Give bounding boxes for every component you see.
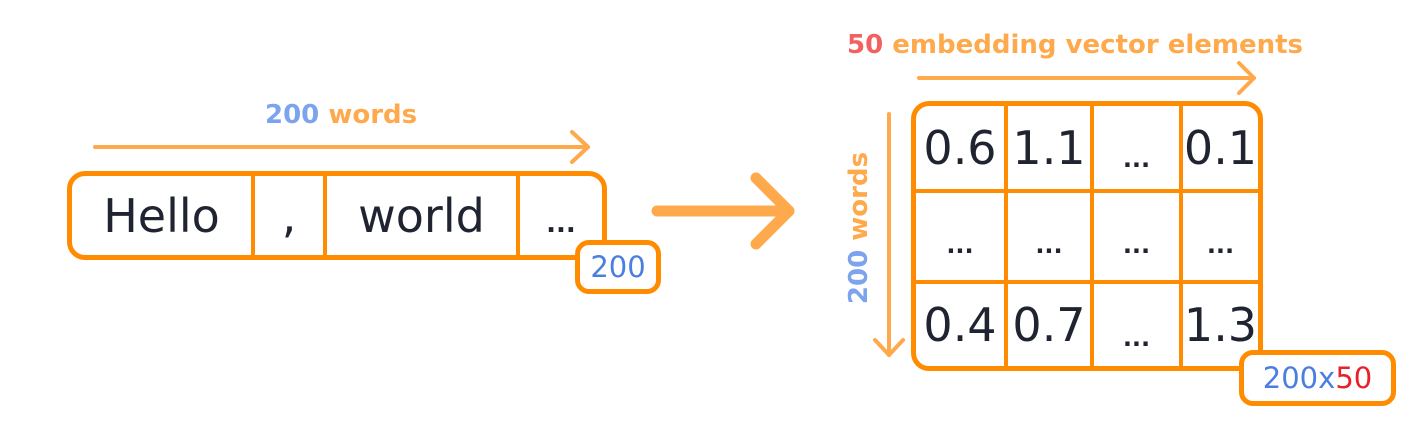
matrix-cell: 0.6: [923, 120, 997, 175]
matrix-cell: 1.3: [1183, 298, 1258, 352]
matrix-cell: ...: [1206, 230, 1235, 259]
right-title: 50 embedding vector elements: [847, 30, 1303, 60]
embedding-matrix: 0.6 1.1 ... 0.1 ... ... ... ... 0.4 0.7 …: [911, 101, 1263, 371]
matrix-col-divider: [1004, 106, 1008, 366]
matrix-row-divider: [916, 280, 1258, 284]
left-title-unit: words: [328, 100, 418, 130]
side-label-unit: words: [844, 151, 874, 241]
matrix-cell: 0.1: [1183, 120, 1258, 175]
matrix-shape-sep: x: [1318, 361, 1336, 395]
token-cell: world: [358, 188, 485, 243]
token-divider: [323, 176, 327, 255]
token-cell: Hello: [103, 188, 220, 243]
matrix-col-divider: [1179, 106, 1183, 366]
token-cell: ...: [546, 208, 576, 239]
right-title-unit: embedding vector elements: [892, 30, 1304, 60]
right-title-count: 50: [847, 30, 884, 60]
matrix-cell: ...: [1122, 144, 1151, 173]
sequence-length-value: 200: [590, 250, 646, 284]
transform-arrow-icon: [651, 172, 795, 250]
matrix-cell: 0.4: [923, 298, 997, 352]
left-title: 200 words: [265, 100, 417, 130]
token-cell: ,: [281, 188, 297, 243]
matrix-cell: 1.1: [1012, 120, 1086, 175]
matrix-shape-cols: 50: [1335, 361, 1373, 395]
side-label-count: 200: [844, 249, 874, 305]
matrix-row-divider: [916, 189, 1258, 193]
matrix-cell: ...: [1122, 230, 1151, 259]
matrix-col-divider: [1090, 106, 1094, 366]
token-sequence-box: Hello , world ...: [67, 171, 607, 260]
words-axis-arrow-icon: [873, 112, 905, 357]
matrix-cell: 0.7: [1012, 298, 1086, 352]
matrix-cell: ...: [946, 230, 974, 259]
sequence-length-badge: 200: [575, 240, 661, 294]
matrix-side-label: 200 words: [843, 137, 875, 319]
token-divider: [516, 176, 520, 255]
matrix-shape-rows: 200: [1262, 361, 1319, 395]
matrix-cell: ...: [1035, 230, 1063, 259]
token-divider: [251, 176, 255, 255]
left-words-arrow-icon: [93, 130, 590, 164]
embedding-axis-arrow-icon: [917, 61, 1256, 95]
left-title-count: 200: [265, 100, 320, 130]
matrix-cell: ...: [1122, 324, 1151, 352]
